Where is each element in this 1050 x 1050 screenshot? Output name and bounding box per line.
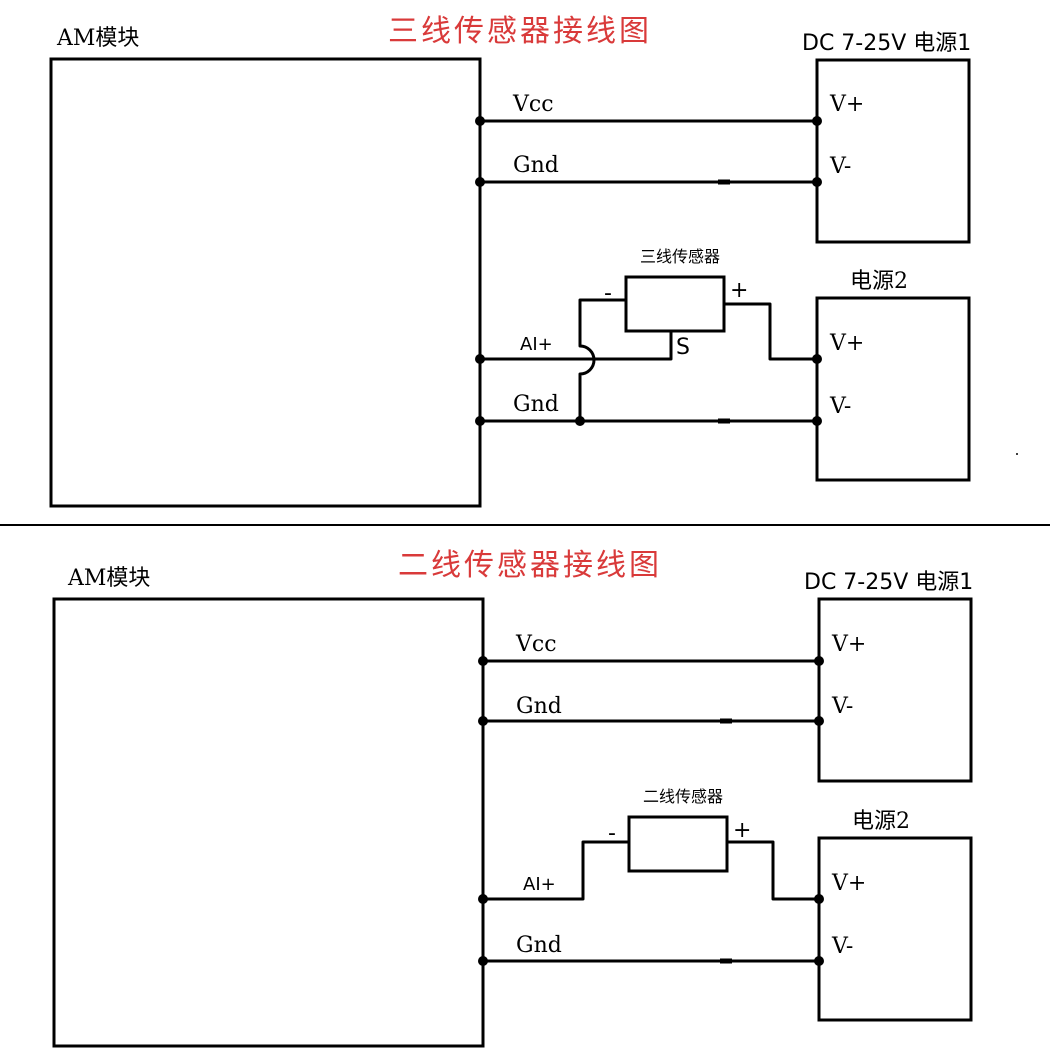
two-wire-psu2 — [817, 836, 973, 1022]
two-wire-psu2-vminus: V- — [831, 934, 853, 959]
three-wire-ai-dot-left — [475, 354, 485, 364]
three-wire-sensor-plus: + — [730, 278, 748, 303]
three-wire-psu2 — [815, 296, 971, 482]
two-wire-diagram: 二线传感器接线图 AM模块 DC 7-25V 电源1 V+ V- 电源2 V+ … — [52, 548, 973, 1048]
two-wire-sensor-box — [627, 815, 729, 873]
two-wire-gnd2-dot-right — [814, 956, 824, 966]
two-wire-gnd1-dot-right — [814, 716, 824, 726]
three-wire-vcc-dot-right — [812, 116, 822, 126]
two-wire-psu1-vminus: V- — [831, 694, 853, 719]
three-wire-vcc-dot-left — [475, 116, 485, 126]
three-wire-gnd2-label: Gnd — [513, 392, 559, 417]
two-wire-psu1-label: DC 7-25V 电源1 — [804, 570, 973, 595]
three-wire-diagram: 三线传感器接线图 AM模块 DC 7-25V 电源1 V+ V- 电源2 V+ … — [49, 14, 1018, 508]
three-wire-psu2-vminus: V- — [829, 394, 851, 419]
two-wire-module-label: AM模块 — [67, 566, 150, 591]
three-wire-gnd1-dot-right — [812, 177, 822, 187]
two-wire-psu2-vplus: V+ — [831, 871, 866, 896]
three-wire-sensor-plus-wire — [724, 302, 817, 361]
three-wire-gnd1-dot-left — [475, 177, 485, 187]
three-wire-vcc-label: Vcc — [512, 92, 554, 117]
three-wire-gnd2-dot-left — [475, 416, 485, 426]
two-wire-gnd1-label: Gnd — [516, 694, 562, 719]
three-wire-sensor-label: 三线传感器 — [640, 247, 720, 266]
three-wire-am-module — [49, 57, 482, 508]
two-wire-gnd1-dot-left — [478, 716, 488, 726]
two-wire-sensor-minus-wire — [483, 840, 629, 901]
three-wire-gnd2-dot-right — [812, 416, 822, 426]
two-wire-title: 二线传感器接线图 — [398, 548, 662, 583]
three-wire-gnd2-dot-mid — [575, 416, 585, 426]
three-wire-ai-label: AI+ — [520, 334, 553, 355]
three-wire-psu1-label: DC 7-25V 电源1 — [802, 31, 971, 56]
two-wire-vcc-dot-left — [478, 656, 488, 666]
two-wire-vcc-label: Vcc — [515, 632, 557, 657]
three-wire-stray-dot — [1016, 453, 1018, 455]
three-wire-gnd1-label: Gnd — [513, 153, 559, 178]
three-wire-psu1-vplus: V+ — [829, 92, 864, 117]
three-wire-psu2-label: 电源2 — [850, 269, 908, 294]
two-wire-sensor-label: 二线传感器 — [643, 787, 723, 806]
two-wire-psu2-label: 电源2 — [852, 809, 910, 834]
three-wire-sensor-minus: - — [604, 281, 612, 306]
three-wire-sensor-box — [624, 275, 726, 333]
two-wire-vcc-dot-right — [814, 656, 824, 666]
two-wire-psu1 — [817, 597, 973, 783]
two-wire-psu1-vplus: V+ — [831, 632, 866, 657]
three-wire-psu1-vminus: V- — [829, 154, 851, 179]
three-wire-psu1 — [815, 58, 971, 244]
two-wire-sensor-plus-wire — [727, 840, 819, 901]
three-wire-title: 三线传感器接线图 — [388, 14, 652, 49]
two-wire-sensor-plus: + — [733, 818, 751, 843]
two-wire-ai-dot-left — [478, 894, 488, 904]
two-wire-ai-label: AI+ — [523, 874, 556, 895]
two-wire-gnd2-dot-left — [478, 956, 488, 966]
two-wire-am-module — [52, 597, 485, 1048]
three-wire-psu2-vplus-dot — [812, 354, 822, 364]
three-wire-psu2-vplus: V+ — [829, 331, 864, 356]
three-wire-sensor-signal-wire — [480, 331, 673, 361]
three-wire-sensor-signal: S — [676, 335, 690, 360]
two-wire-sensor-minus: - — [608, 821, 616, 846]
three-wire-module-label: AM模块 — [56, 26, 139, 51]
two-wire-gnd2-label: Gnd — [516, 933, 562, 958]
two-wire-psu2-vplus-dot — [814, 894, 824, 904]
